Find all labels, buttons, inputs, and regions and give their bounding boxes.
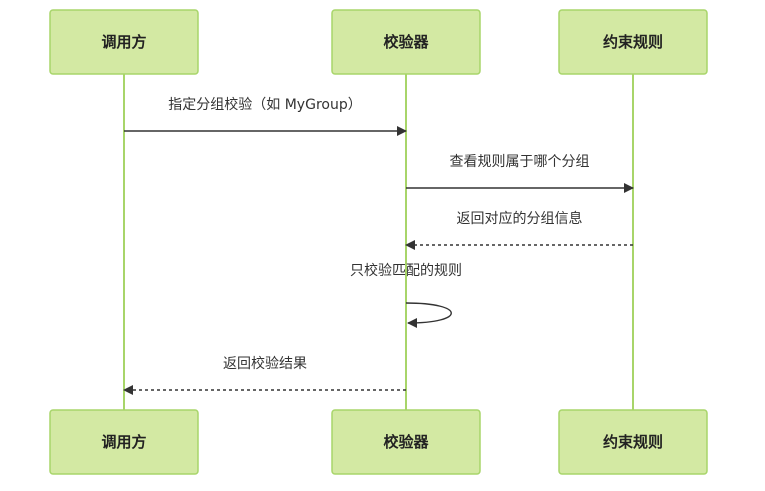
actor-box-validator-top xyxy=(331,9,481,75)
actor-label-rules-bottom: 约束规则 xyxy=(603,433,663,451)
actor-label-caller-bottom: 调用方 xyxy=(101,433,146,451)
actor-label-caller-top: 调用方 xyxy=(101,33,146,51)
actor-box-caller-top xyxy=(49,9,199,75)
actor-label-validator-bottom: 校验器 xyxy=(383,433,429,451)
actor-label-rules-top: 约束规则 xyxy=(603,33,663,51)
message-label-1: 查看规则属于哪个分组 xyxy=(450,154,590,170)
actor-box-validator-bottom xyxy=(331,409,481,475)
message-label-4: 返回校验结果 xyxy=(223,355,307,372)
actor-box-rules-bottom xyxy=(558,409,708,475)
message-label-0: 指定分组校验（如 MyGroup） xyxy=(168,96,361,113)
actor-box-rules-top xyxy=(558,9,708,75)
message-label-2: 返回对应的分组信息 xyxy=(457,210,583,227)
message-arrow-3 xyxy=(405,302,452,328)
actor-box-caller-bottom xyxy=(49,409,199,475)
actor-label-validator-top: 校验器 xyxy=(383,33,429,51)
message-label-3: 只校验匹配的规则 xyxy=(350,262,462,279)
